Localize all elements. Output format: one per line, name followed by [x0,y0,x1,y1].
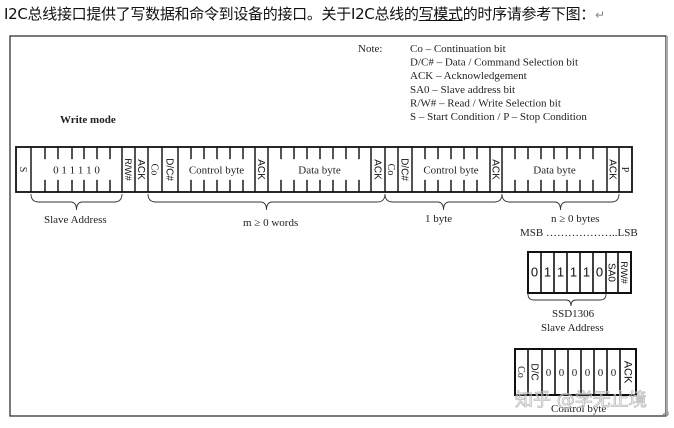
address-bit: 0 [596,265,603,280]
address-bit: 1 [557,265,564,280]
co-cell: Co [515,366,526,378]
braces [30,193,620,211]
data-byte-cell: Data byte [298,165,341,177]
dc-cell: D/C [529,363,540,380]
control-bit: 0 [598,367,604,379]
heading-underlined-link: 写模式 [418,5,463,23]
note-line: ACK – Acknowledgement [410,70,527,82]
m-words-label: m ≥ 0 words [243,217,298,229]
slave-address-bits: 0 1 1 1 1 0 [53,165,100,177]
dc-cell: D/C# [164,158,175,181]
ack-cell: ACK [372,159,383,180]
control-byte-label: Control byte [551,403,606,415]
notes-label: Note: [358,43,382,55]
co-cell: Co [149,164,160,176]
control-bit: 0 [559,367,565,379]
brace [384,193,503,211]
slave-address-label: Slave Address [44,214,107,226]
brace [30,193,123,211]
start-cell: S [17,167,28,173]
control-bit: 0 [572,367,578,379]
brace [527,293,607,307]
paragraph-mark-icon: ↵ [662,410,670,421]
ack-cell: ACK [622,361,634,384]
ack-cell: ACK [490,159,501,180]
paragraph-mark-icon: ↵ [595,8,605,22]
address-bit: 1 [583,265,590,280]
note-line: Co – Continuation bit [410,43,506,55]
data-byte-cell: Data byte [533,165,576,177]
ssd1306-label: SSD1306 [552,308,595,320]
control-bit: 0 [585,367,591,379]
one-byte-label: 1 byte [425,213,452,225]
write-mode-title: Write mode [60,114,116,126]
heading-part1: I2C总线接口提供了写数据和命令到设备的接口。关于I2C总线的 [4,5,419,23]
note-line: S – Start Condition / P – Stop Condition [410,111,587,123]
control-byte-cell: Control byte [423,165,478,177]
heading-text: I2C总线接口提供了写数据和命令到设备的接口。关于I2C总线的写模式的时序请参考… [4,3,605,24]
msb-lsb-label: MSB ………………..LSB [520,227,638,239]
address-bit: 1 [570,265,577,280]
heading-part2: 的时序请参考下图： [462,5,596,23]
watermark: 知乎 @学无止境 [515,390,647,411]
n-bytes-label: n ≥ 0 bytes [551,213,600,225]
ssd1306-slave-address-label: Slave Address [541,322,604,334]
box-outline [15,146,633,193]
control-byte-cell: Control byte [189,165,244,177]
note-line: SA0 – Slave address bit [410,84,515,96]
rw-cell: R/W# [619,261,629,284]
brace [501,193,620,211]
stop-cell: P [619,167,630,173]
box-outline [514,348,637,396]
note-line: R/W# – Read / Write Selection bit [410,97,561,109]
address-bit: 0 [531,265,538,280]
brace [147,193,386,211]
ack-cell: ACK [255,159,266,180]
ack-cell: ACK [135,159,146,180]
control-bit: 0 [611,367,617,379]
co-cell: Co [385,164,396,176]
control-bit: 0 [546,367,552,379]
address-bit: 1 [544,265,551,280]
ack-cell: ACK [607,159,618,180]
rw-cell: R/W# [123,158,133,181]
dc-cell: D/C# [399,158,410,181]
sa0-cell: SA0 [606,263,617,282]
note-line: D/C# – Data / Command Selection bit [410,57,578,69]
